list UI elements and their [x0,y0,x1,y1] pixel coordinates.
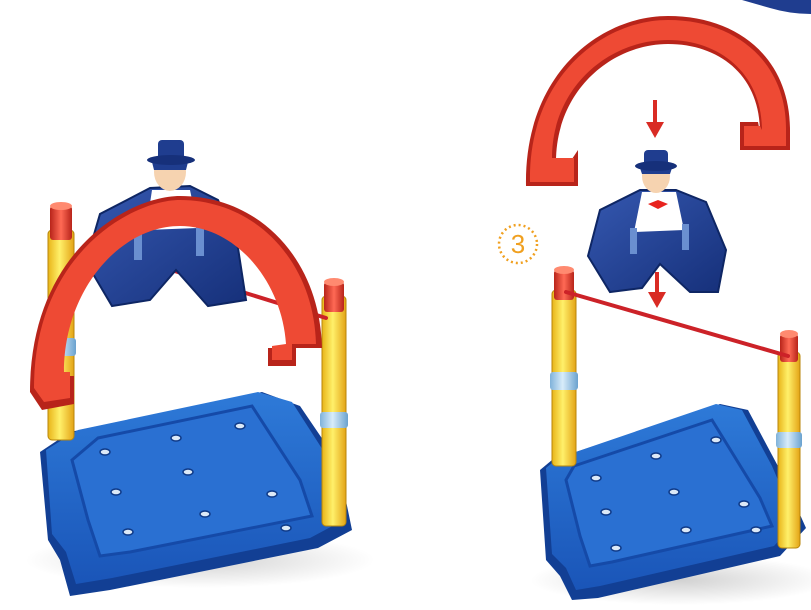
right-post-back-right [776,330,802,548]
right-figure [588,150,726,292]
right-rod [566,292,788,356]
left-scene [25,140,375,596]
step-number: 3 [511,229,525,259]
step-badge: 3 [499,225,537,263]
right-down-arrow-top [646,100,664,138]
corner-fragment [742,0,811,14]
right-scene: 3 [499,0,811,605]
left-post-back-right [320,278,348,526]
